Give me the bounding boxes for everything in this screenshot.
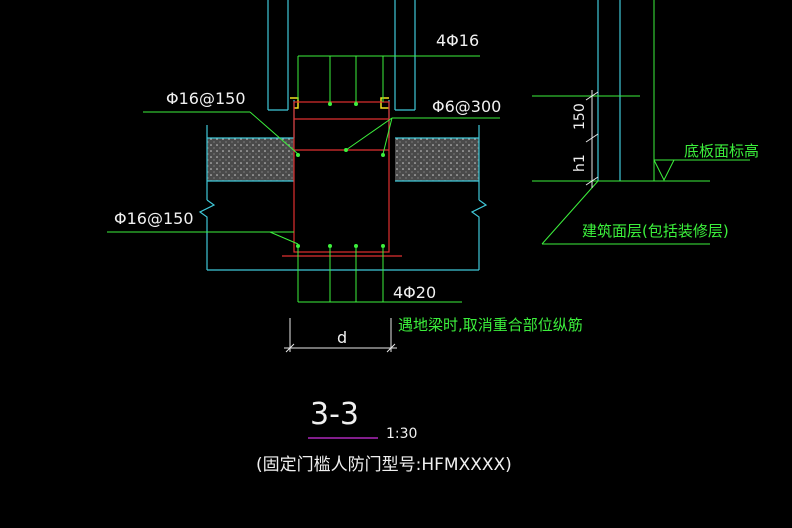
label-beam-note: 遇地梁时,取消重合部位纵筋 [398, 316, 583, 334]
rebar-cage [282, 101, 402, 257]
label-dim-h1: h1 [572, 154, 588, 172]
label-rebar-top: 4Φ16 [436, 31, 479, 50]
embed-plates [290, 97, 389, 109]
leader-lines [107, 0, 750, 303]
concrete-fill-left [207, 138, 294, 181]
label-rebar-lower-left: Φ16@150 [114, 209, 194, 228]
dimension-lines [284, 90, 599, 353]
concrete-fill-right [395, 138, 479, 181]
label-floor-elevation: 底板面标高 [684, 142, 759, 160]
label-rebar-bottom: 4Φ20 [393, 283, 436, 302]
section-subtitle: (固定门槛人防门型号:HFMXXXX) [256, 455, 512, 475]
label-width-d: d [337, 328, 347, 347]
label-finish-floor: 建筑面层(包括装修层) [582, 222, 729, 240]
section-scale: 1:30 [386, 426, 417, 442]
section-title: 3-3 [310, 397, 359, 432]
label-rebar-left: Φ16@150 [166, 89, 246, 108]
label-stirrup: Φ6@300 [432, 97, 501, 116]
label-dim-150: 150 [572, 103, 588, 130]
